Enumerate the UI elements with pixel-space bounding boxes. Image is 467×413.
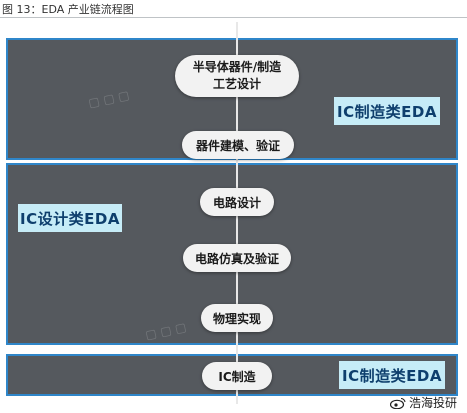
flow-node-ic-manufacturing: IC制造 xyxy=(202,362,272,390)
flow-node-circuit-simulation: 电路仿真及验证 xyxy=(183,244,291,272)
flow-node-line-1: 半导体器件/制造 xyxy=(192,60,282,74)
flow-node-physical-implementation: 物理实现 xyxy=(201,304,273,332)
source-label: 浩海投研 xyxy=(408,396,457,410)
flow-node-circuit-design: 电路设计 xyxy=(200,188,274,216)
caption-divider xyxy=(0,17,467,18)
weibo-icon xyxy=(389,397,406,409)
flow-node-device-modeling: 器件建模、验证 xyxy=(182,131,294,159)
flow-node-device-process-design: 半导体器件/制造 工艺设计 xyxy=(175,55,299,97)
figure-caption: 图 13：EDA 产业链流程图 xyxy=(2,3,134,16)
category-tag-ic-manufacturing-eda: IC制造类EDA xyxy=(334,97,440,125)
source-watermark: 浩海投研 xyxy=(389,394,457,411)
category-tag-ic-design-eda: IC设计类EDA xyxy=(18,204,122,232)
flow-node-line-2: 工艺设计 xyxy=(212,77,261,91)
category-tag-ic-manufacturing-eda-bottom: IC制造类EDA xyxy=(339,361,445,389)
